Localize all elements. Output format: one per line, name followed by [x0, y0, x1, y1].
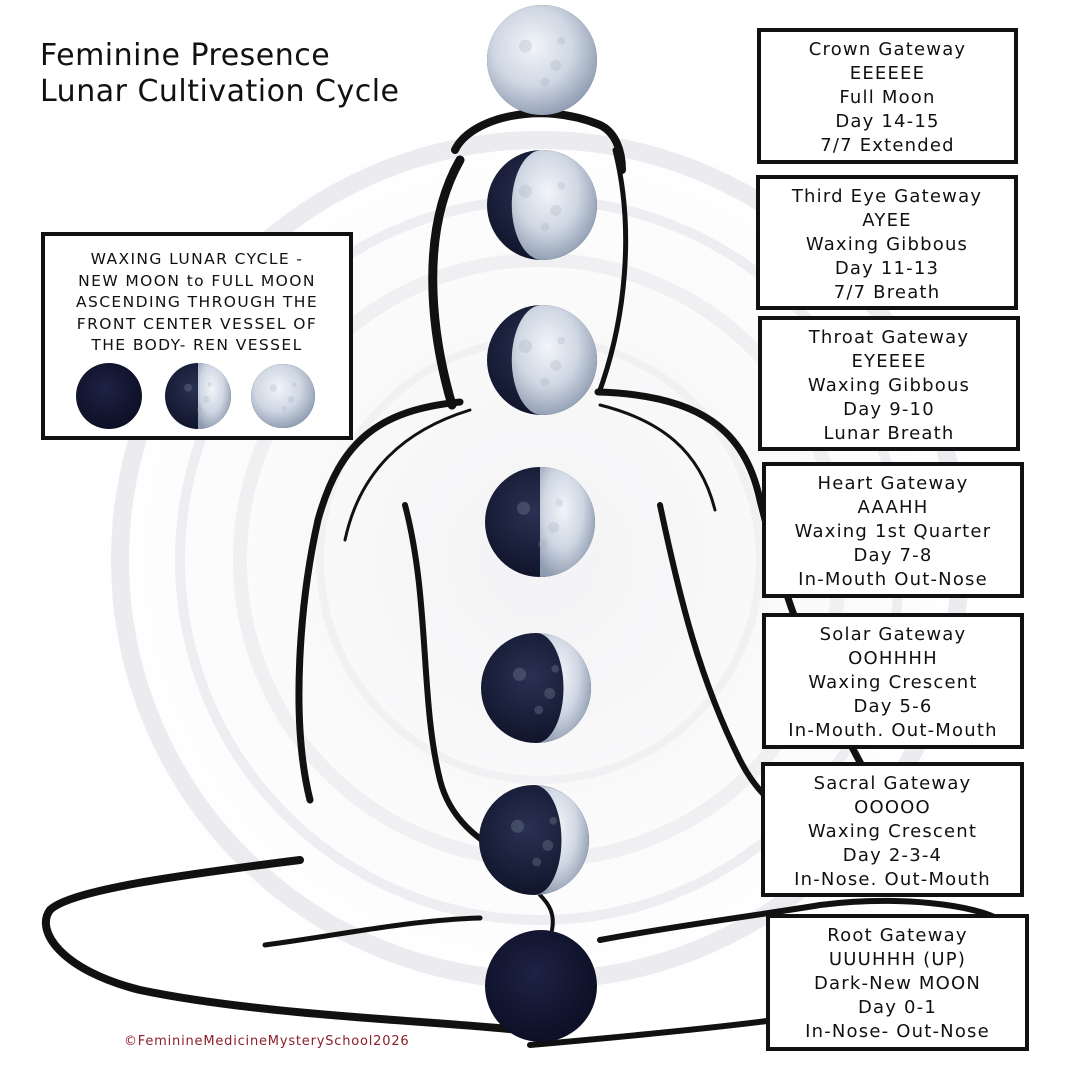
gateway-box-throat: Throat Gateway EYEEEE Waxing Gibbous Day… — [758, 316, 1020, 451]
gateway-box-heart: Heart Gateway AAAHH Waxing 1st Quarter D… — [762, 462, 1024, 598]
gateway-name: Sacral Gateway — [813, 773, 972, 794]
gateway-sound: UUUHHH (UP) — [828, 949, 967, 970]
gateway-sound: AYEE — [862, 210, 912, 231]
info-line: THE BODY- REN VESSEL — [91, 336, 303, 354]
gateway-phase: Waxing 1st Quarter — [794, 521, 992, 542]
gateway-sound: EEEEEE — [849, 63, 926, 84]
full-moon-icon — [251, 364, 315, 428]
gateway-breath: In-Mouth Out-Nose — [798, 569, 988, 590]
info-line: FRONT CENTER VESSEL OF — [76, 314, 318, 333]
gateway-breath: 7/7 Extended — [820, 135, 955, 156]
gateway-phase: Waxing Gibbous — [807, 375, 971, 396]
gateway-breath: Lunar Breath — [823, 423, 955, 444]
gibbous-moon-icon — [487, 150, 597, 260]
info-text: WAXING LUNAR CYCLE - NEW MOON to FULL MO… — [45, 249, 349, 357]
head-right-outline — [597, 147, 629, 393]
title-line-1: Feminine Presence — [40, 38, 331, 73]
gateway-sound: OOOOO — [854, 797, 931, 818]
gateway-breath: In-Nose. Out-Mouth — [794, 869, 991, 890]
gateway-name: Third Eye Gateway — [791, 186, 983, 207]
gateway-sound: AAAHH — [857, 497, 929, 518]
gateway-phase: Dark-New MOON — [813, 973, 982, 994]
head-left-outline — [428, 155, 465, 410]
gateway-box-third-eye: Third Eye Gateway AYEE Waxing Gibbous Da… — [756, 175, 1018, 310]
crescent-moon-icon — [481, 633, 591, 743]
gateway-name: Crown Gateway — [808, 39, 967, 60]
gateway-phase: Full Moon — [839, 87, 936, 108]
left-arm-inner — [402, 502, 503, 855]
right-body-line — [598, 403, 717, 512]
crescent-moon-icon — [479, 785, 589, 895]
legs-outline — [41, 856, 524, 1034]
copyright-text: ©FeminineMedicineMysterySchool2026 — [124, 1034, 410, 1049]
quarter-moon-icon — [485, 467, 595, 577]
gateway-days: Day 14-15 — [835, 111, 940, 132]
page-title: Feminine Presence Lunar Cultivation Cycl… — [40, 38, 400, 110]
gateway-box-sacral: Sacral Gateway OOOOO Waxing Crescent Day… — [761, 762, 1024, 897]
gateway-name: Throat Gateway — [808, 327, 970, 348]
title-line-2: Lunar Cultivation Cycle — [40, 74, 400, 109]
head-top-outline — [451, 109, 626, 174]
gateway-name: Root Gateway — [827, 925, 968, 946]
info-line: WAXING LUNAR CYCLE - — [90, 250, 304, 268]
info-moon-row — [76, 363, 315, 429]
gateway-box-crown: Crown Gateway EEEEEE Full Moon Day 14-15… — [757, 28, 1018, 164]
gateway-box-root: Root Gateway UUUHHH (UP) Dark-New MOON D… — [766, 914, 1029, 1051]
gateway-phase: Waxing Crescent — [808, 672, 978, 693]
gateway-sound: OOHHHH — [848, 648, 938, 669]
left-body-line — [343, 408, 472, 542]
new-moon-icon — [76, 363, 142, 429]
gateway-phase: Waxing Gibbous — [805, 234, 969, 255]
info-line: ASCENDING THROUGH THE — [75, 293, 319, 311]
gateway-days: Day 5-6 — [853, 696, 933, 717]
chakra-moons — [479, 5, 597, 1042]
gateway-name: Solar Gateway — [819, 624, 967, 645]
waxing-cycle-info-box: WAXING LUNAR CYCLE - NEW MOON to FULL MO… — [41, 232, 353, 440]
full-moon-icon — [487, 5, 597, 115]
left-shoulder-outline — [295, 398, 464, 804]
gateway-days: Day 9-10 — [843, 399, 935, 420]
gateway-days: Day 2-3-4 — [842, 845, 943, 866]
gateway-name: Heart Gateway — [817, 473, 969, 494]
gateway-breath: In-Mouth. Out-Mouth — [788, 720, 998, 741]
left-knee-line — [262, 915, 483, 948]
gateway-sound: EYEEEE — [851, 351, 927, 372]
gateway-breath: In-Nose- Out-Nose — [805, 1021, 990, 1042]
quarter-moon-icon — [165, 363, 231, 429]
gibbous-moon-icon — [487, 305, 597, 415]
center-fold-line — [538, 893, 555, 932]
gateway-phase: Waxing Crescent — [807, 821, 978, 842]
gateway-breath: 7/7 Breath — [833, 282, 941, 303]
new-moon-icon — [485, 930, 597, 1042]
info-line: NEW MOON to FULL MOON — [78, 271, 316, 290]
gateway-days: Day 7-8 — [853, 545, 933, 566]
gateway-days: Day 0-1 — [857, 997, 938, 1018]
gateway-box-solar: Solar Gateway OOHHHH Waxing Crescent Day… — [762, 613, 1024, 749]
gateway-days: Day 11-13 — [834, 258, 940, 279]
